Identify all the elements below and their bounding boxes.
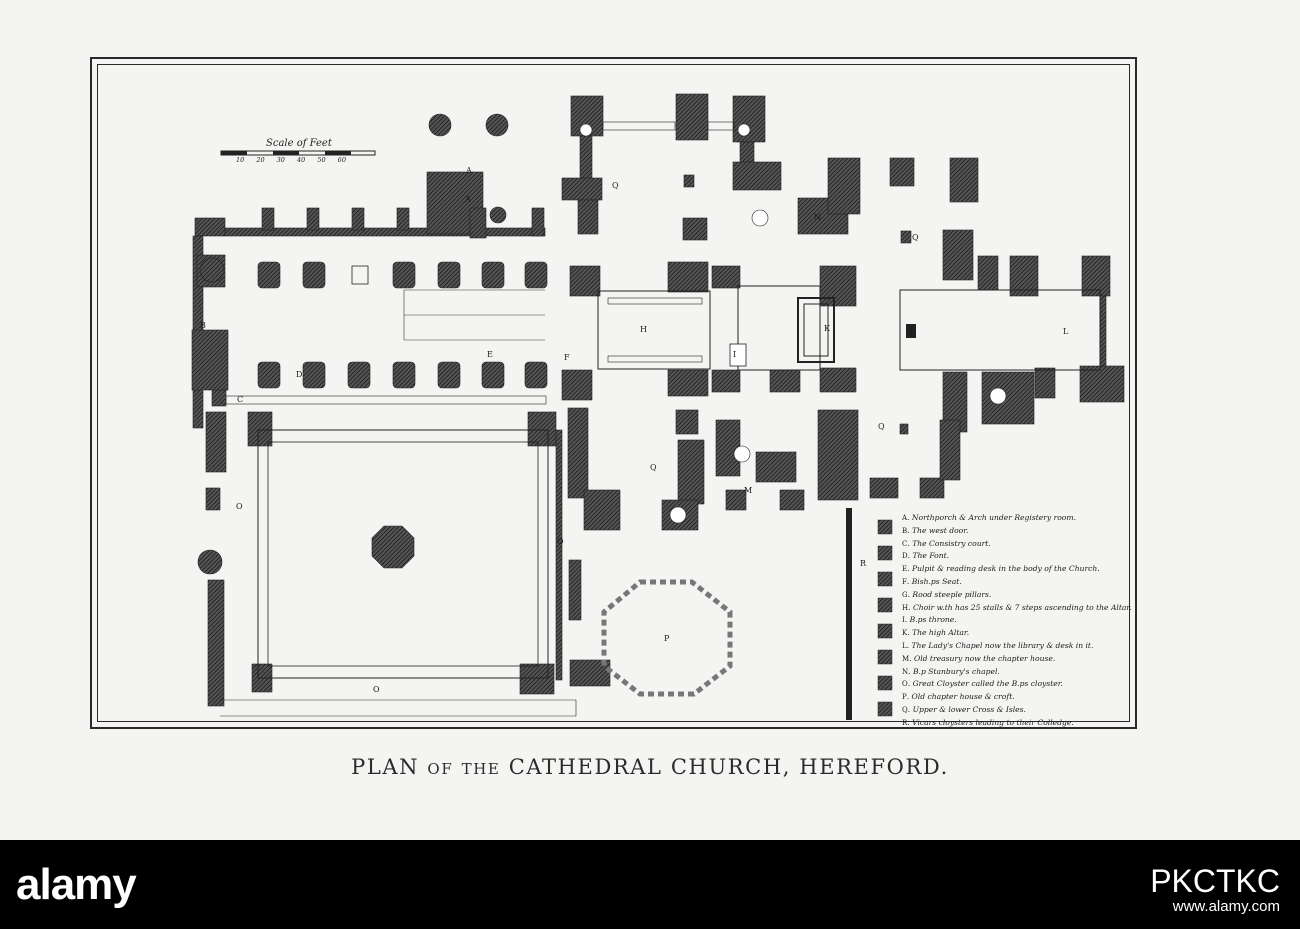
- site-link[interactable]: www.alamy.com: [1172, 898, 1280, 915]
- legend-text: Great Cloyster called the B.ps cloyster.: [912, 679, 1063, 689]
- legend-key: D: [902, 552, 908, 561]
- legend-key: H: [902, 603, 909, 612]
- legend-item: H. Choir w.th has 25 stalls & 7 steps as…: [902, 602, 1132, 612]
- legend-text: Northporch & Arch under Registery room.: [911, 513, 1076, 522]
- legend-item: E. Pulpit & reading desk in the body of …: [902, 564, 1100, 574]
- legend-key: F: [902, 577, 907, 586]
- legend-text: B.ps throne.: [909, 615, 957, 625]
- map-label-n: N: [814, 213, 821, 222]
- outer-frame: [90, 57, 1137, 729]
- map-label-o-east: O: [557, 537, 564, 546]
- legend-item: R. Vicars cloysters leading to their Col…: [902, 717, 1074, 727]
- map-label-a-upper: A: [466, 166, 472, 175]
- legend-key: A: [902, 514, 908, 522]
- south-transept: [567, 407, 961, 531]
- legend-text: Bish.ps Seat.: [911, 576, 962, 586]
- legend-text: Old chapter house & croft.: [911, 692, 1015, 702]
- legend-key: B: [902, 526, 908, 535]
- legend-key: G: [902, 590, 908, 599]
- legend-item: Q. Upper & lower Cross & Isles.: [902, 704, 1026, 714]
- legend-item: L. The Lady's Chapel now the library & d…: [902, 640, 1094, 650]
- legend-item: K. The high Altar.: [902, 628, 970, 638]
- map-label-r: R: [860, 559, 867, 568]
- legend-text: The Consistry court.: [912, 538, 991, 548]
- legend-key: R: [902, 718, 908, 727]
- legend-key: N: [902, 667, 909, 676]
- map-label-l-west: L: [910, 326, 916, 335]
- legend-key: Q: [902, 705, 908, 714]
- legend-item: D. The Font.: [902, 551, 950, 561]
- legend-item: F. Bish.ps Seat.: [902, 576, 962, 586]
- inner-frame: [97, 64, 1130, 722]
- legend-text: The west door.: [911, 525, 969, 535]
- legend-text: Choir w.th has 25 stalls & 7 steps ascen…: [912, 602, 1132, 612]
- map-label-i: I: [733, 350, 737, 359]
- scale-ticks: 10 20 30 40 50 60: [236, 156, 346, 164]
- legend-item: C. The Consistry court.: [902, 538, 991, 548]
- legend-text: Vicars cloysters leading to their Colled…: [912, 717, 1074, 727]
- map-label-q-north: Q: [612, 181, 619, 190]
- map-label-q-south: Q: [650, 463, 657, 472]
- map-label-k: K: [824, 324, 830, 333]
- map-label-o-west: O: [236, 502, 243, 511]
- map-label-q-southeast: Q: [878, 422, 885, 431]
- legend-item: B. The west door.: [902, 525, 969, 535]
- legend-key: O: [902, 680, 908, 689]
- legend-text: Pulpit & reading desk in the body of the…: [911, 564, 1100, 574]
- floor-plan: [191, 93, 1125, 720]
- map-label-c: C: [237, 395, 244, 404]
- legend-item: N. B.p Stanbury's chapel.: [902, 666, 1000, 676]
- map-label-h: H: [640, 325, 647, 334]
- image-code: PKCTKC: [1150, 863, 1280, 899]
- legend-key: M: [902, 654, 910, 663]
- map-label-e: E: [487, 350, 493, 359]
- legend-text: The Font.: [912, 551, 950, 561]
- legend: A. Northporch & Arch under Registery roo…: [902, 512, 1132, 730]
- map-label-p: P: [664, 634, 670, 643]
- map-label-l-east: L: [1063, 327, 1069, 336]
- north-transept: [561, 93, 979, 281]
- legend-key: L: [902, 641, 907, 650]
- legend-key: K: [902, 629, 908, 638]
- legend-key: C: [902, 539, 908, 548]
- choir: [561, 261, 857, 401]
- legend-item: G. Rood steeple pillars.: [902, 589, 992, 599]
- legend-item: O. Great Cloyster called the B.ps cloyst…: [902, 679, 1063, 689]
- north-turrets: [197, 113, 509, 575]
- legend-item: M. Old treasury now the chapter house.: [902, 653, 1056, 663]
- nave-piers: [257, 261, 548, 389]
- vicars-cloister-wall: [846, 508, 852, 720]
- map-label-a-lower: A: [465, 195, 471, 204]
- legend-item: I. B.ps throne.: [902, 615, 957, 625]
- plan-title: PLAN of the CATHEDRAL CHURCH, HEREFORD.: [351, 755, 949, 779]
- legend-text: The high Altar.: [912, 628, 970, 638]
- map-label-d: D: [296, 370, 303, 379]
- scale-bar: [220, 150, 376, 156]
- map-label-m: M: [744, 486, 753, 495]
- legend-text: Upper & lower Cross & Isles.: [912, 704, 1026, 714]
- legend-text: Rood steeple pillars.: [912, 589, 992, 599]
- legend-key: P: [902, 693, 907, 702]
- legend-text: The Lady's Chapel now the library & desk…: [911, 640, 1094, 650]
- nave-walls: [191, 171, 547, 429]
- map-label-q-northeast: Q: [912, 233, 919, 242]
- legend-text: Old treasury now the chapter house.: [914, 653, 1056, 663]
- legend-item: A. Northporch & Arch under Registery roo…: [902, 513, 1076, 522]
- legend-item: P. Old chapter house & croft.: [902, 692, 1015, 702]
- map-label-b: B: [200, 321, 206, 330]
- scale-label: Scale of Feet: [266, 138, 332, 149]
- map-label-f: F: [564, 353, 570, 362]
- old-chapter-house: [601, 579, 733, 697]
- image-id-block: PKCTKC www.alamy.com: [1150, 864, 1280, 915]
- legend-text: B.p Stanbury's chapel.: [912, 666, 1000, 676]
- watermark-footer: [0, 840, 1300, 929]
- east-end: [899, 255, 1125, 435]
- alamy-logo[interactable]: alamy: [16, 860, 137, 909]
- map-label-o-south: O: [373, 685, 380, 694]
- legend-key: E: [902, 565, 908, 574]
- legend-key: I: [902, 616, 905, 625]
- vicars-cloister-buttresses: [877, 519, 893, 717]
